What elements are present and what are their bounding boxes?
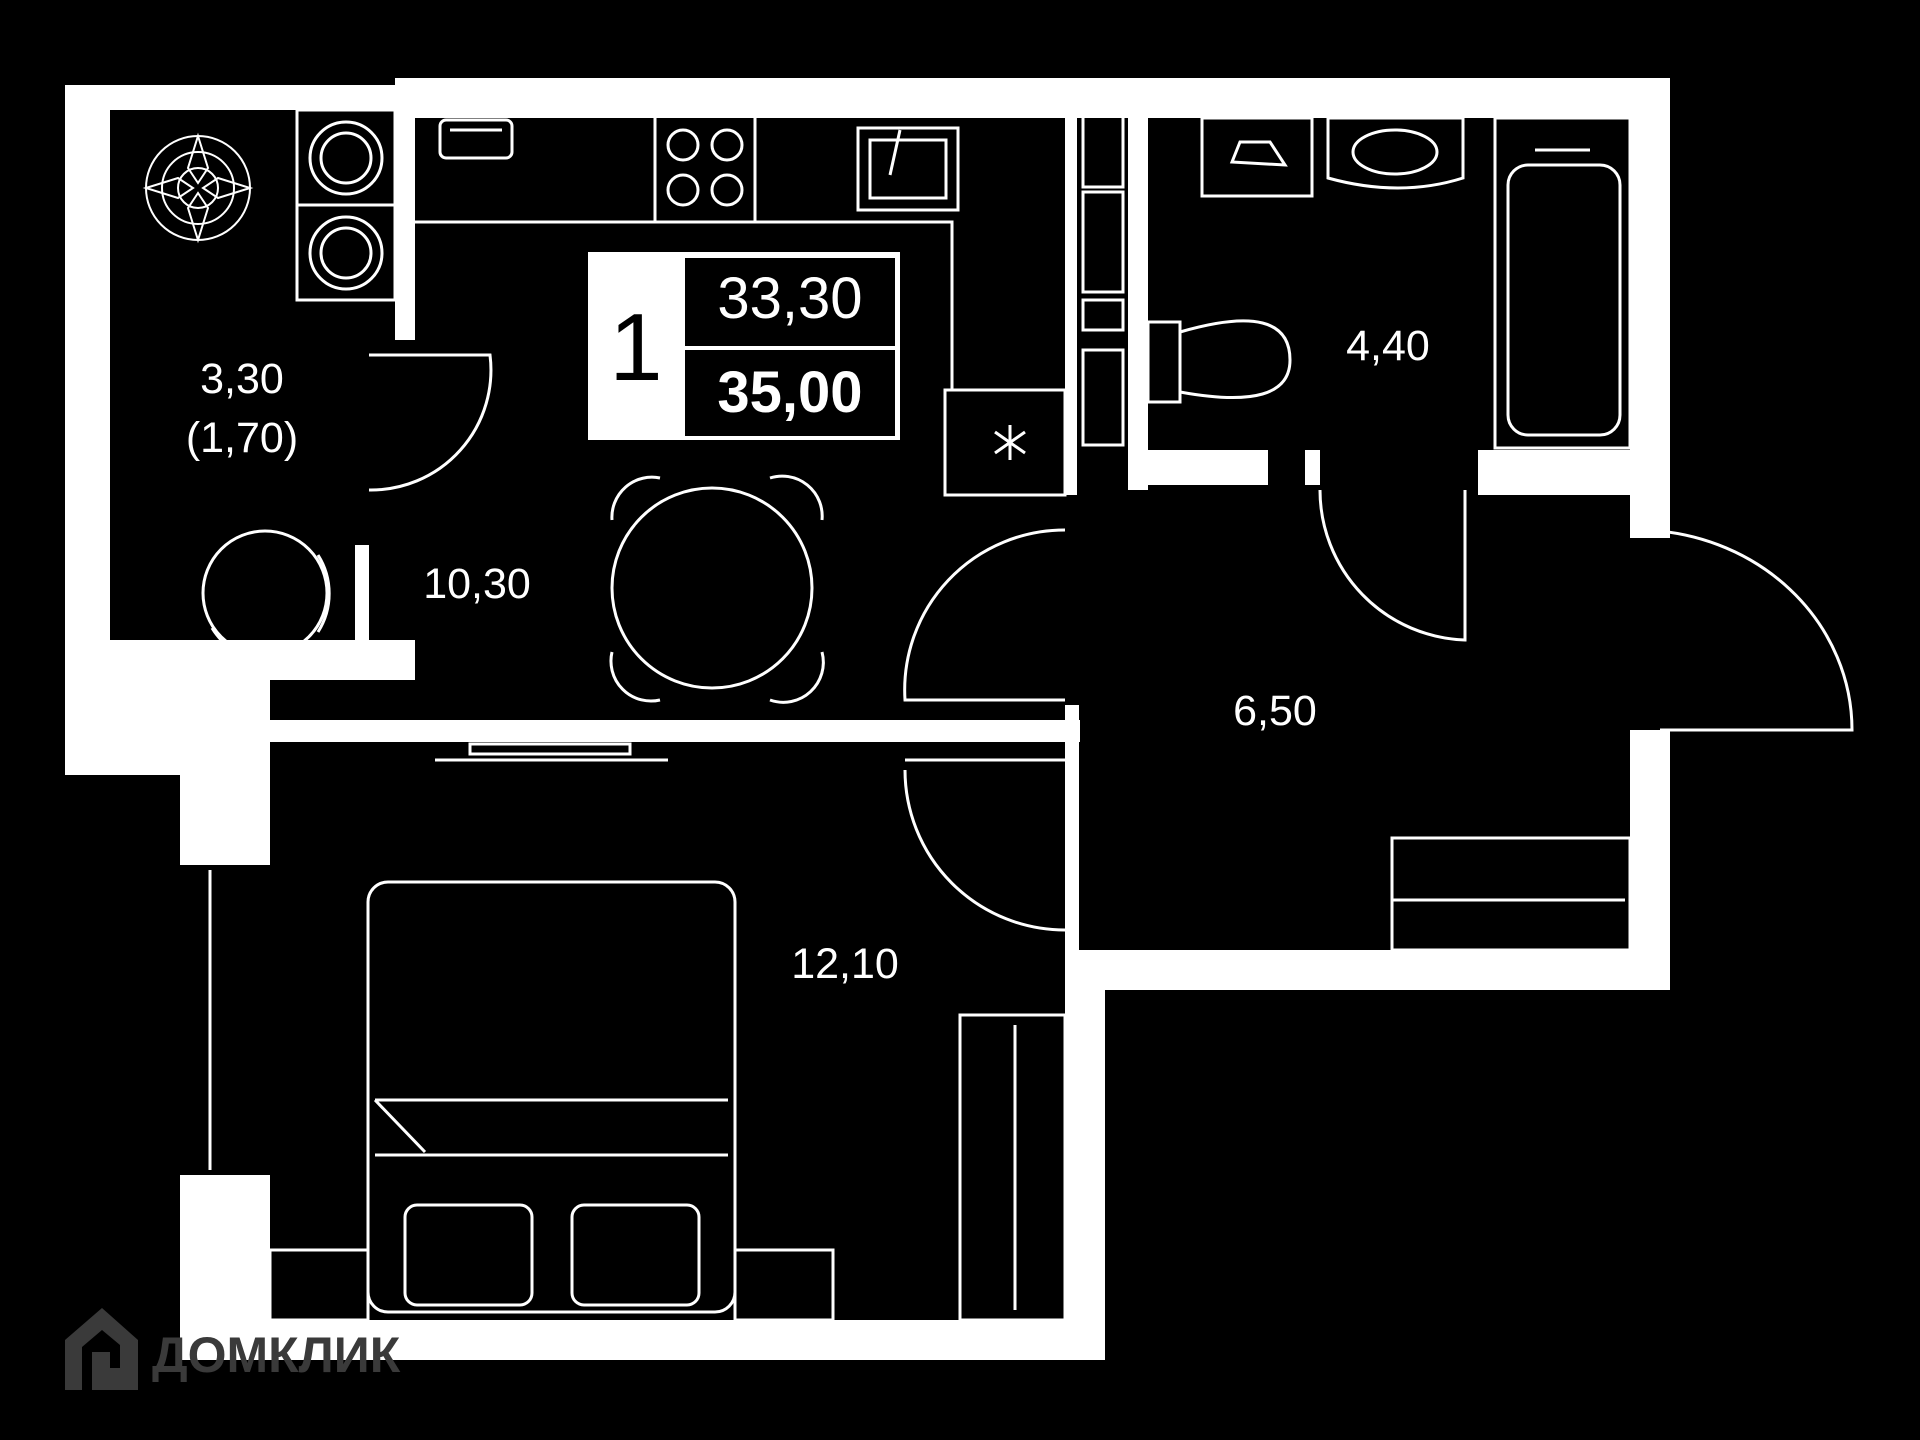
kitchen-hall-door — [903, 528, 1066, 702]
bedroom-hall-door — [903, 758, 1066, 932]
wardrobe-icon — [1390, 836, 1632, 952]
bathroom-fixtures — [1081, 110, 1125, 447]
bathroom-area-label: 4,40 — [1346, 322, 1430, 370]
round-table-icon — [201, 529, 331, 657]
windows — [84, 140, 212, 1170]
walls — [65, 78, 1670, 1360]
kitchen-area-label: 10,30 — [423, 560, 531, 608]
watermark-brand: ДОМКЛИК — [152, 1327, 401, 1383]
stove-icon — [653, 110, 757, 224]
house-logo-icon — [65, 1308, 138, 1390]
bathroom-door — [1318, 489, 1467, 642]
balcony-reduced-area-label: (1,70) — [186, 414, 298, 462]
boiler-icon — [1200, 116, 1314, 198]
apartment-info-box: 1 33,30 35,00 — [588, 252, 900, 440]
balcony-area-label: 3,30 — [200, 355, 284, 403]
bed-icon — [366, 880, 737, 1314]
living-area: 33,30 — [717, 266, 862, 331]
rooms-count: 1 — [609, 294, 662, 401]
closet-icon — [958, 1013, 1067, 1322]
washbasin-icon — [1326, 116, 1465, 190]
sink-icon — [856, 126, 960, 212]
hallway-area-label: 6,50 — [1233, 687, 1317, 735]
entrance-door — [1639, 528, 1854, 732]
washing-machine-icon — [295, 108, 397, 302]
bedroom-area-label: 12,10 — [791, 940, 899, 988]
bathtub-icon — [1493, 116, 1632, 450]
plant-icon — [142, 132, 254, 244]
fridge-icon — [943, 388, 1067, 497]
toilet-icon — [1146, 319, 1292, 404]
nightstand-icon — [268, 1248, 835, 1322]
dining-table-icon — [609, 474, 825, 704]
kitchen-door — [368, 353, 493, 492]
tv-icon — [435, 742, 668, 762]
total-area: 35,00 — [717, 360, 862, 425]
kitchen-counter — [415, 118, 954, 390]
